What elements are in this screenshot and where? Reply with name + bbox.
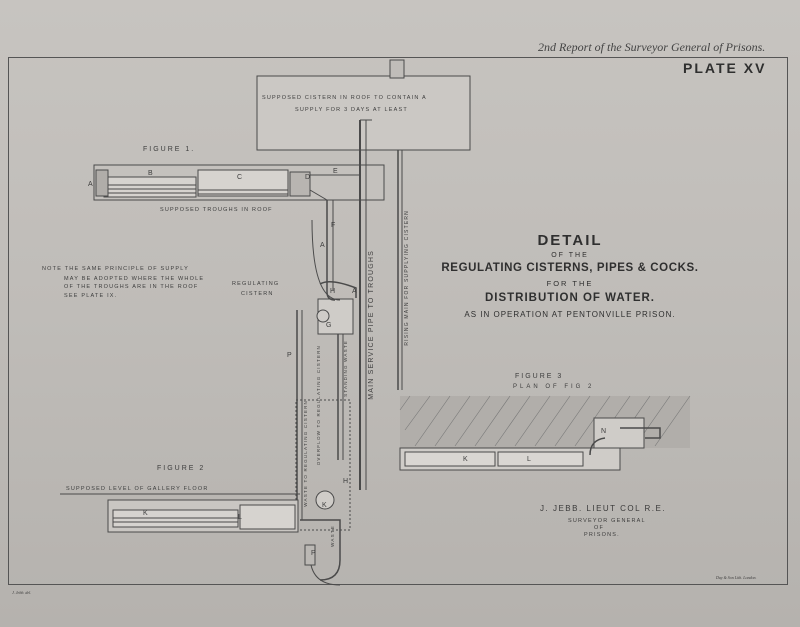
cistern-note-line1: SUPPOSED CISTERN IN ROOF TO CONTAIN A: [262, 95, 427, 101]
detail-title: DETAIL: [537, 232, 603, 249]
regulating-label-2: CISTERN: [241, 291, 274, 297]
letter-a-pipe: A: [320, 242, 325, 249]
letter-g: G: [326, 322, 332, 329]
letter-k-cistern: K: [322, 502, 327, 509]
detail-regulating: REGULATING CISTERNS, PIPES & COCKS.: [441, 262, 699, 274]
waste-to-regulating-label: WASTE TO REGULATING CISTERN: [303, 400, 308, 507]
trough-b: [103, 176, 197, 198]
letter-k-fig3: K: [463, 456, 468, 463]
detail-location: AS IN OPERATION AT PENTONVILLE PRISON.: [464, 310, 676, 319]
detail-for: FOR THE: [546, 279, 594, 288]
signature-role2: OF: [594, 525, 605, 531]
trough-l: [239, 504, 296, 530]
cistern-note-box: [256, 75, 471, 151]
letter-h-fig2: H: [343, 478, 349, 485]
report-title: 2nd Report of the Surveyor General of Pr…: [538, 40, 766, 54]
note-line1: NOTE THE SAME PRINCIPLE OF SUPPLY: [42, 266, 189, 272]
letter-k-fig2: K: [143, 510, 148, 517]
box-d: [289, 171, 311, 197]
draughtsman-imprint: J. Jebb. del.: [12, 590, 32, 595]
letter-c-fig1: C: [237, 174, 243, 181]
ball-h: [316, 309, 330, 323]
letter-a-fig1: A: [88, 181, 93, 188]
letter-e: E: [333, 168, 338, 175]
detail-title-block: DETAIL OF THE REGULATING CISTERNS, PIPES…: [420, 232, 720, 319]
end-a-fig1: [95, 169, 109, 197]
letter-p-fig2: P: [311, 550, 316, 557]
overflow-label: OVERFLOW TO REGULATING CISTERN: [316, 345, 321, 466]
roof-cistern: [389, 59, 405, 79]
letter-h: H: [330, 288, 336, 295]
ball-h-fig2: [315, 490, 335, 510]
plan-cistern-n: [593, 417, 645, 449]
figure2-label: FIGURE 2: [157, 465, 206, 472]
signature-name: J. JEBB. LIEUT COL R.E.: [540, 504, 667, 513]
figure1-troughs-caption: SUPPOSED TROUGHS IN ROOF: [160, 207, 273, 213]
plate-border: [8, 57, 788, 585]
standing-waste-label: STANDING WASTE: [343, 340, 348, 397]
letter-l-fig3: L: [527, 456, 531, 463]
figure1-label: FIGURE 1.: [143, 146, 196, 153]
note-line4: SEE PLATE IX.: [64, 293, 118, 299]
waste-label: WASTE: [330, 525, 335, 547]
letter-d: D: [305, 174, 311, 181]
engraver-imprint: Day & Son Lith. London.: [716, 575, 757, 580]
trough-c: [197, 169, 289, 197]
figure3-label: FIGURE 3: [515, 373, 564, 380]
signature-role1: SURVEYOR GENERAL: [568, 518, 646, 524]
cock-p-fig2: [304, 544, 316, 566]
letter-a-cistern: A: [352, 288, 357, 295]
pipe-a: [326, 200, 336, 301]
regulating-label-1: REGULATING: [232, 281, 280, 287]
detail-distribution: DISTRIBUTION OF WATER.: [484, 292, 655, 304]
letter-n: N: [601, 428, 607, 435]
gallery-floor-caption: SUPPOSED LEVEL OF GALLERY FLOOR: [66, 486, 209, 492]
plate-number: PLATE XV: [683, 60, 767, 76]
plan-hatched-wall: [400, 396, 690, 448]
letter-p-fig1: P: [287, 352, 292, 359]
detail-of: OF THE: [551, 252, 589, 259]
cistern-note-line2: SUPPLY FOR 3 DAYS AT LEAST: [295, 107, 408, 113]
letter-b: B: [148, 170, 153, 177]
rising-main-label: RISING MAIN FOR SUPPLYING CISTERN: [404, 210, 410, 346]
letter-l-fig2: L: [238, 514, 242, 521]
signature-role3: PRISONS.: [584, 532, 620, 538]
note-line2: MAY BE ADOPTED WHERE THE WHOLE: [64, 276, 205, 282]
note-line3: OF THE TROUGHS ARE IN THE ROOF: [64, 284, 199, 290]
figure3-plan: PLAN OF FIG 2: [513, 384, 595, 390]
letter-f: F: [331, 222, 336, 229]
